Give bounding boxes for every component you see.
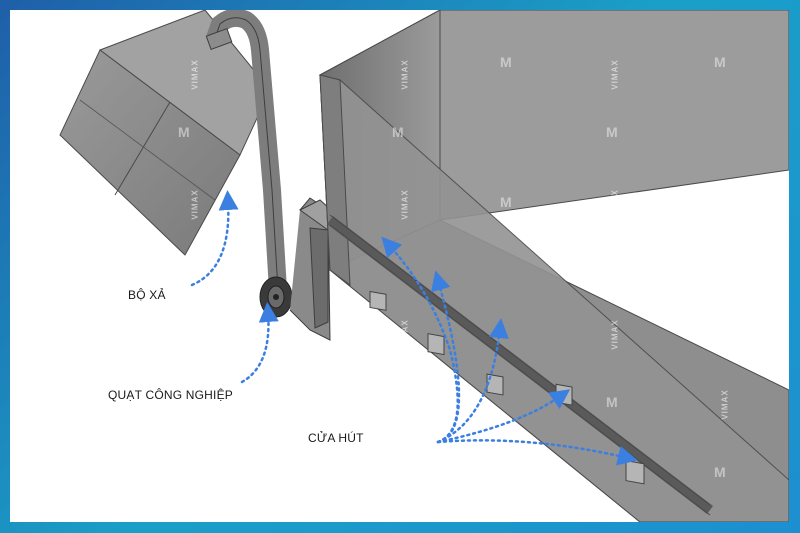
arrow-intake-4 <box>436 389 571 444</box>
discharge-box <box>59 10 271 256</box>
watermark-mark: M <box>606 264 618 280</box>
watermark-text: VIMAX <box>610 59 620 90</box>
arrow-intake-1 <box>381 236 459 444</box>
label-industrial-fan: QUẠT CÔNG NGHIỆP <box>108 388 233 402</box>
watermark-mark: M <box>714 324 726 340</box>
industrial-fan <box>259 276 293 318</box>
diagram-canvas: VIMAX VIMAX VIMAX VIMAX VIMAX VIMAX VIMA… <box>10 10 789 522</box>
label-discharge: BỘ XẢ <box>128 288 166 302</box>
watermark-text: VIMAX <box>400 59 410 90</box>
watermark-mark: M <box>714 54 726 70</box>
callout-arrows <box>190 190 638 466</box>
watermark-mark: M <box>714 464 726 480</box>
label-intake: CỬA HÚT <box>308 431 364 445</box>
watermark-text: VIMAX <box>400 319 410 350</box>
arrow-intake-5 <box>436 439 638 466</box>
arrow-intake-3 <box>436 318 509 444</box>
ventilation-diagram <box>59 10 789 522</box>
watermark-mark: M <box>606 394 618 410</box>
watermark-text: VIMAX <box>190 189 200 220</box>
watermark-mark: M <box>500 194 512 210</box>
watermark-mark: M <box>392 124 404 140</box>
arrow-intake-2 <box>431 270 461 444</box>
watermark-mark: M <box>714 194 726 210</box>
watermark-text: VIMAX <box>190 59 200 90</box>
watermark-text: VIMAX <box>610 319 620 350</box>
watermark-mark: M <box>606 124 618 140</box>
arrow-fan <box>240 302 279 384</box>
watermark-text: VIMAX <box>720 389 730 420</box>
main-chamber <box>318 10 789 522</box>
watermark-text: VIMAX <box>610 189 620 220</box>
arrow-discharge <box>190 190 239 287</box>
watermark-text: VIMAX <box>400 189 410 220</box>
watermark-mark: M <box>500 54 512 70</box>
exhaust-duct <box>205 10 287 291</box>
watermark-mark: M <box>178 124 190 140</box>
